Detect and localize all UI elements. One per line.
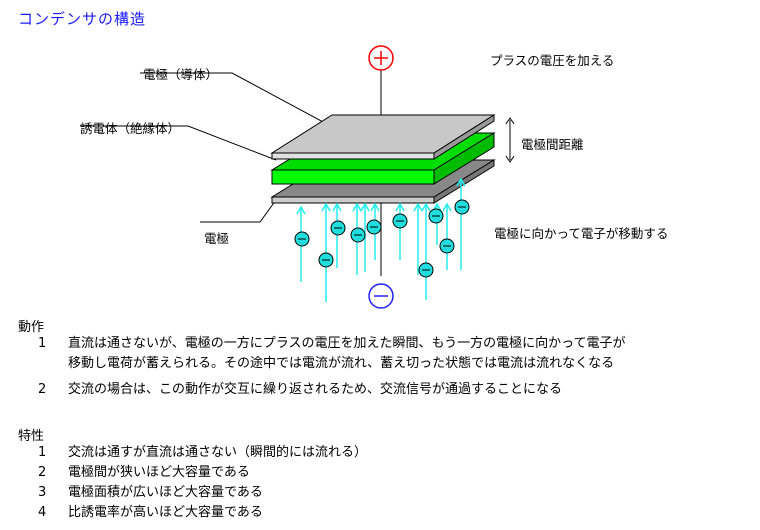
- item-text: 交流は通すが直流は通さない（瞬間的には流れる）: [68, 445, 368, 460]
- characteristics-list: 1 交流は通すが直流は通さない（瞬間的には流れる） 2 電極間が狭いほど大容量で…: [38, 443, 367, 523]
- gap-arrow-icon: [505, 117, 515, 163]
- label-electron-move: 電極に向かって電子が移動する: [494, 226, 669, 241]
- leader-line-electrode-top: [140, 72, 339, 131]
- electrons: [294, 199, 470, 278]
- capacitor-diagram: [80, 45, 515, 309]
- electron-icon: [318, 252, 334, 268]
- label-electrode-gap: 電極間距離: [521, 137, 584, 152]
- top-electrode-plate: [270, 114, 496, 160]
- electron-icon: [366, 219, 382, 235]
- operation-list: 1 直流は通さないが、電極の一方にプラスの電圧を加えた瞬間、もう一方の電極に向か…: [38, 334, 625, 400]
- item-text-line: 直流は通さないが、電極の一方にプラスの電圧を加えた瞬間、もう一方の電極に向かって…: [68, 336, 626, 351]
- list-item: 3 電極面積が広いほど大容量である: [38, 483, 367, 503]
- electron-icon: [428, 208, 444, 224]
- electron-icon: [392, 213, 408, 229]
- item-number: 2: [38, 465, 47, 480]
- page-title: コンデンサの構造: [18, 10, 147, 28]
- list-item: 4 比誘電率が高いほど大容量である: [38, 503, 367, 523]
- label-apply-positive: プラスの電圧を加える: [490, 53, 615, 68]
- item-text-line: 交流の場合は、この動作が交互に繰り返されるため、交流信号が通過することになる: [68, 382, 563, 397]
- item-text: 比誘電率が高いほど大容量である: [68, 505, 263, 520]
- item-text: 電極間が狭いほど大容量である: [68, 465, 250, 480]
- item-number: 1: [38, 445, 47, 460]
- list-item: 1 交流は通すが直流は通さない（瞬間的には流れる）: [38, 443, 367, 463]
- label-dielectric-insulator: 誘電体（絶縁体）: [80, 121, 181, 136]
- label-electrode-conductor: 電極（導体）: [143, 67, 219, 82]
- electron-arrows: [296, 177, 466, 302]
- item-number: 3: [38, 485, 47, 500]
- item-text-line: 移動し電荷が蓄えられる。その途中では電流が流れ、蓄え切った状態では電流は流れなく…: [68, 356, 615, 371]
- item-number: 4: [38, 505, 47, 520]
- electron-icon: [418, 262, 434, 278]
- characteristics-heading: 特性: [18, 429, 45, 444]
- electron-icon: [454, 199, 470, 215]
- item-number: 1: [38, 336, 47, 351]
- list-item: 1 直流は通さないが、電極の一方にプラスの電圧を加えた瞬間、もう一方の電極に向か…: [38, 334, 625, 374]
- electron-icon: [439, 238, 455, 254]
- list-item: 2 交流の場合は、この動作が交互に繰り返されるため、交流信号が通過することになる: [38, 380, 625, 400]
- leader-line-electrode-bottom: [200, 199, 277, 223]
- electron-icon: [330, 220, 346, 236]
- list-item: 2 電極間が狭いほど大容量である: [38, 463, 367, 483]
- operation-heading: 動作: [18, 320, 45, 335]
- item-number: 2: [38, 382, 47, 397]
- minus-terminal-icon: [368, 283, 394, 309]
- leader-line-dielectric: [80, 125, 277, 161]
- label-electrode: 電極: [204, 231, 230, 246]
- electron-icon: [294, 231, 310, 247]
- electron-icon: [350, 227, 366, 243]
- plus-terminal-icon: [368, 45, 394, 71]
- item-text: 電極面積が広いほど大容量である: [68, 485, 263, 500]
